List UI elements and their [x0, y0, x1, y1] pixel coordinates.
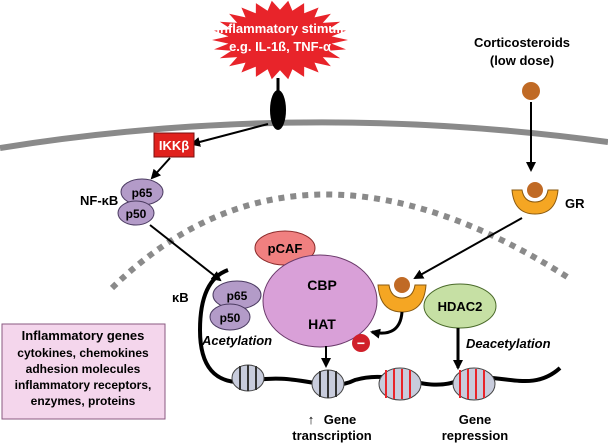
nuclear-p50-oval [209, 303, 251, 331]
nuclear-gr [377, 277, 427, 313]
deacetylation-label: Deacetylation [466, 336, 551, 351]
ikk-box [153, 132, 195, 158]
arrow-gr-inhibits-hat [370, 311, 404, 339]
acetylation-label: Acetylation [201, 333, 272, 348]
gene-transcription-arrow: ↑ [308, 412, 315, 427]
corticosteroids-line1: Corticosteroids [474, 35, 570, 50]
pcaf-label: pCAF [268, 241, 303, 256]
arrow-receptor-to-ikk [190, 123, 269, 147]
nucleosome-2 [311, 369, 345, 399]
hat-label: HAT [308, 316, 336, 332]
cell-membrane [0, 119, 608, 151]
inflammatory-genes-item: cytokines, chemokines [17, 346, 149, 360]
gene-repression-line1: Gene [459, 412, 492, 427]
cbp-oval [262, 254, 378, 348]
nucleosome-4 [452, 367, 496, 401]
nfkb-p65-label: p65 [132, 186, 153, 200]
gr-bound-steroid-icon [527, 182, 543, 198]
stimuli-line2: e.g. IL-1ß, TNF-α [229, 39, 331, 54]
receptor-icon [270, 90, 286, 130]
cbp-label: CBP [307, 277, 337, 293]
gene-transcription-line2: transcription [292, 428, 372, 443]
nfkb-p50-label: p50 [126, 207, 147, 221]
nfkb-p50-oval [117, 200, 155, 226]
inflammatory-genes-item: adhesion molecules [26, 362, 141, 376]
inflammatory-stimuli-burst: Inflammatory stimuli e.g. IL-1ß, TNF-α [212, 0, 348, 80]
kb-label: κB [172, 290, 189, 305]
burst-shape [212, 0, 348, 80]
inflammatory-genes-box [1, 323, 166, 420]
arrow-gr-to-nucleus [413, 217, 523, 279]
nuclear-gr-steroid-icon [394, 277, 410, 293]
nuclear-p50-label: p50 [220, 311, 241, 325]
arrow-nfkb-to-kb [149, 224, 222, 282]
inflammatory-genes-item: enzymes, proteins [31, 394, 136, 408]
gr-label: GR [565, 196, 585, 211]
arrow-ikk-to-nfkb [150, 157, 171, 180]
ikk-label: IKKβ [159, 138, 189, 153]
gr-cup-icon [511, 189, 559, 215]
gene-transcription-line1: Gene [324, 412, 357, 427]
hdac2-label: HDAC2 [438, 299, 483, 314]
corticosteroids-line2: (low dose) [490, 53, 554, 68]
inflammatory-genes-item: inflammatory receptors, [15, 378, 152, 392]
inhibition-symbol: − [357, 335, 365, 351]
nfkb-label: NF-κB [80, 193, 118, 208]
stimuli-line1: Inflammatory stimuli [216, 21, 343, 36]
nucleosome-1 [231, 364, 265, 392]
gr-receptor [511, 182, 559, 215]
corticosteroid-molecule-icon [522, 82, 540, 100]
inflammatory-genes-title: Inflammatory genes [22, 328, 145, 343]
hdac2-oval [423, 283, 497, 329]
inhibition-icon [352, 334, 370, 352]
nuclear-gr-cup-icon [377, 284, 427, 313]
nuclear-p65-label: p65 [227, 289, 248, 303]
nucleosome-3 [378, 367, 422, 401]
gene-repression-line2: repression [442, 428, 509, 443]
